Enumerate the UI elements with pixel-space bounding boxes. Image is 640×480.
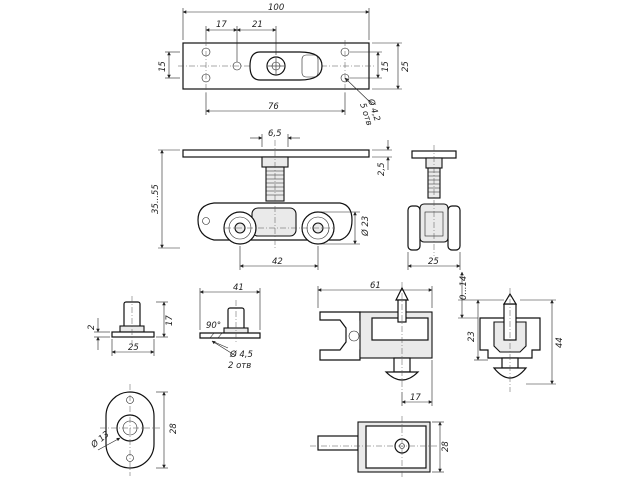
dim-side-dia23: Ø 23 (360, 216, 371, 237)
dim-end-25: 25 (428, 257, 439, 267)
dim-clamp-17: 17 (410, 393, 421, 403)
dim-top-15-left: 15 (158, 61, 168, 72)
dim-plate-41: 41 (233, 283, 244, 293)
dim-plate-90: 90° (206, 321, 221, 331)
flange-dimensions (97, 391, 168, 469)
dim-clamp-61: 61 (370, 281, 381, 291)
dim-top-15-right: 15 (381, 61, 391, 72)
clamp-top-view (310, 416, 438, 478)
dim-clamp-top-28: 28 (441, 441, 451, 452)
plate-part-view (199, 300, 261, 344)
dim-end2-23: 23 (467, 331, 477, 342)
dim-top-76: 76 (268, 102, 279, 112)
side-view-dimensions (158, 134, 392, 270)
top-view-dimensions (165, 8, 402, 115)
clamp-top-dimensions (432, 421, 444, 473)
clamp-side-view (319, 282, 433, 392)
dim-side-2-5: 2,5 (377, 162, 387, 176)
dim-stop-25: 25 (128, 343, 139, 353)
clamp-side-dimensions (317, 286, 433, 406)
dim-top-length: 100 (268, 3, 284, 13)
stop-part-view (111, 296, 155, 344)
dim-end2-44: 44 (555, 337, 565, 348)
clamp-end-dimensions (458, 271, 556, 385)
dim-plate-dia: Ø 4,5 (229, 349, 253, 360)
stop-part-dimensions (94, 301, 168, 356)
plate-part-dimensions (199, 288, 261, 357)
dim-stop-17: 17 (165, 315, 175, 326)
dim-flange-28: 28 (169, 423, 179, 434)
top-view-mounting-plate (178, 40, 375, 93)
flange-view (100, 384, 160, 476)
dim-side-6-5: 6,5 (268, 129, 282, 139)
dim-stop-2: 2 (87, 325, 97, 330)
dim-side-42: 42 (272, 257, 283, 267)
end-view-carriage (407, 145, 461, 256)
dim-top-25: 25 (401, 61, 411, 72)
dim-top-21: 21 (252, 20, 263, 30)
side-view-roller-carriage (182, 140, 370, 250)
dim-end2-0-14: 0...14 (459, 276, 469, 300)
clamp-end-view (479, 288, 541, 392)
dim-plate-count: 2 отв (228, 361, 251, 371)
dim-top-17: 17 (216, 20, 227, 30)
dim-side-35-55: 35...55 (151, 184, 161, 214)
end-view-dimensions (407, 252, 461, 270)
